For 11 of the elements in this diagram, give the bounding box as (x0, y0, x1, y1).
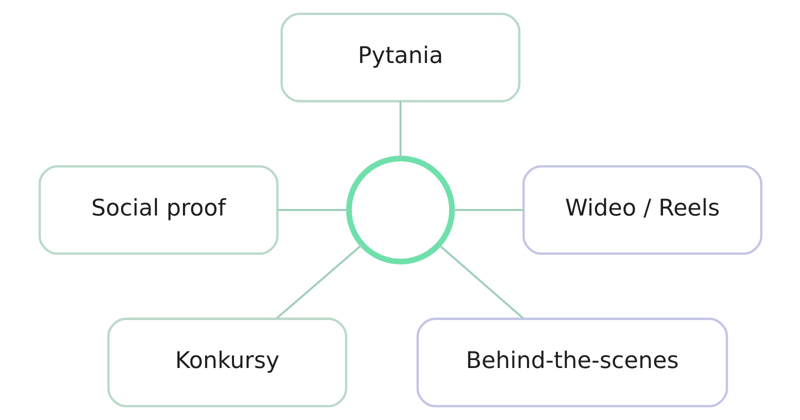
connector (276, 244, 362, 320)
node-circle (346, 156, 454, 264)
node-box: Behind-the-scenes (416, 318, 728, 408)
connector (277, 209, 348, 211)
connector (399, 101, 401, 158)
node-box: Pytania (280, 12, 520, 102)
node-box: Social proof (38, 165, 278, 255)
node-box: Konkursy (106, 318, 347, 408)
connector (438, 244, 524, 320)
node-box: Wideo / Reels (522, 165, 762, 255)
connector (452, 209, 523, 211)
